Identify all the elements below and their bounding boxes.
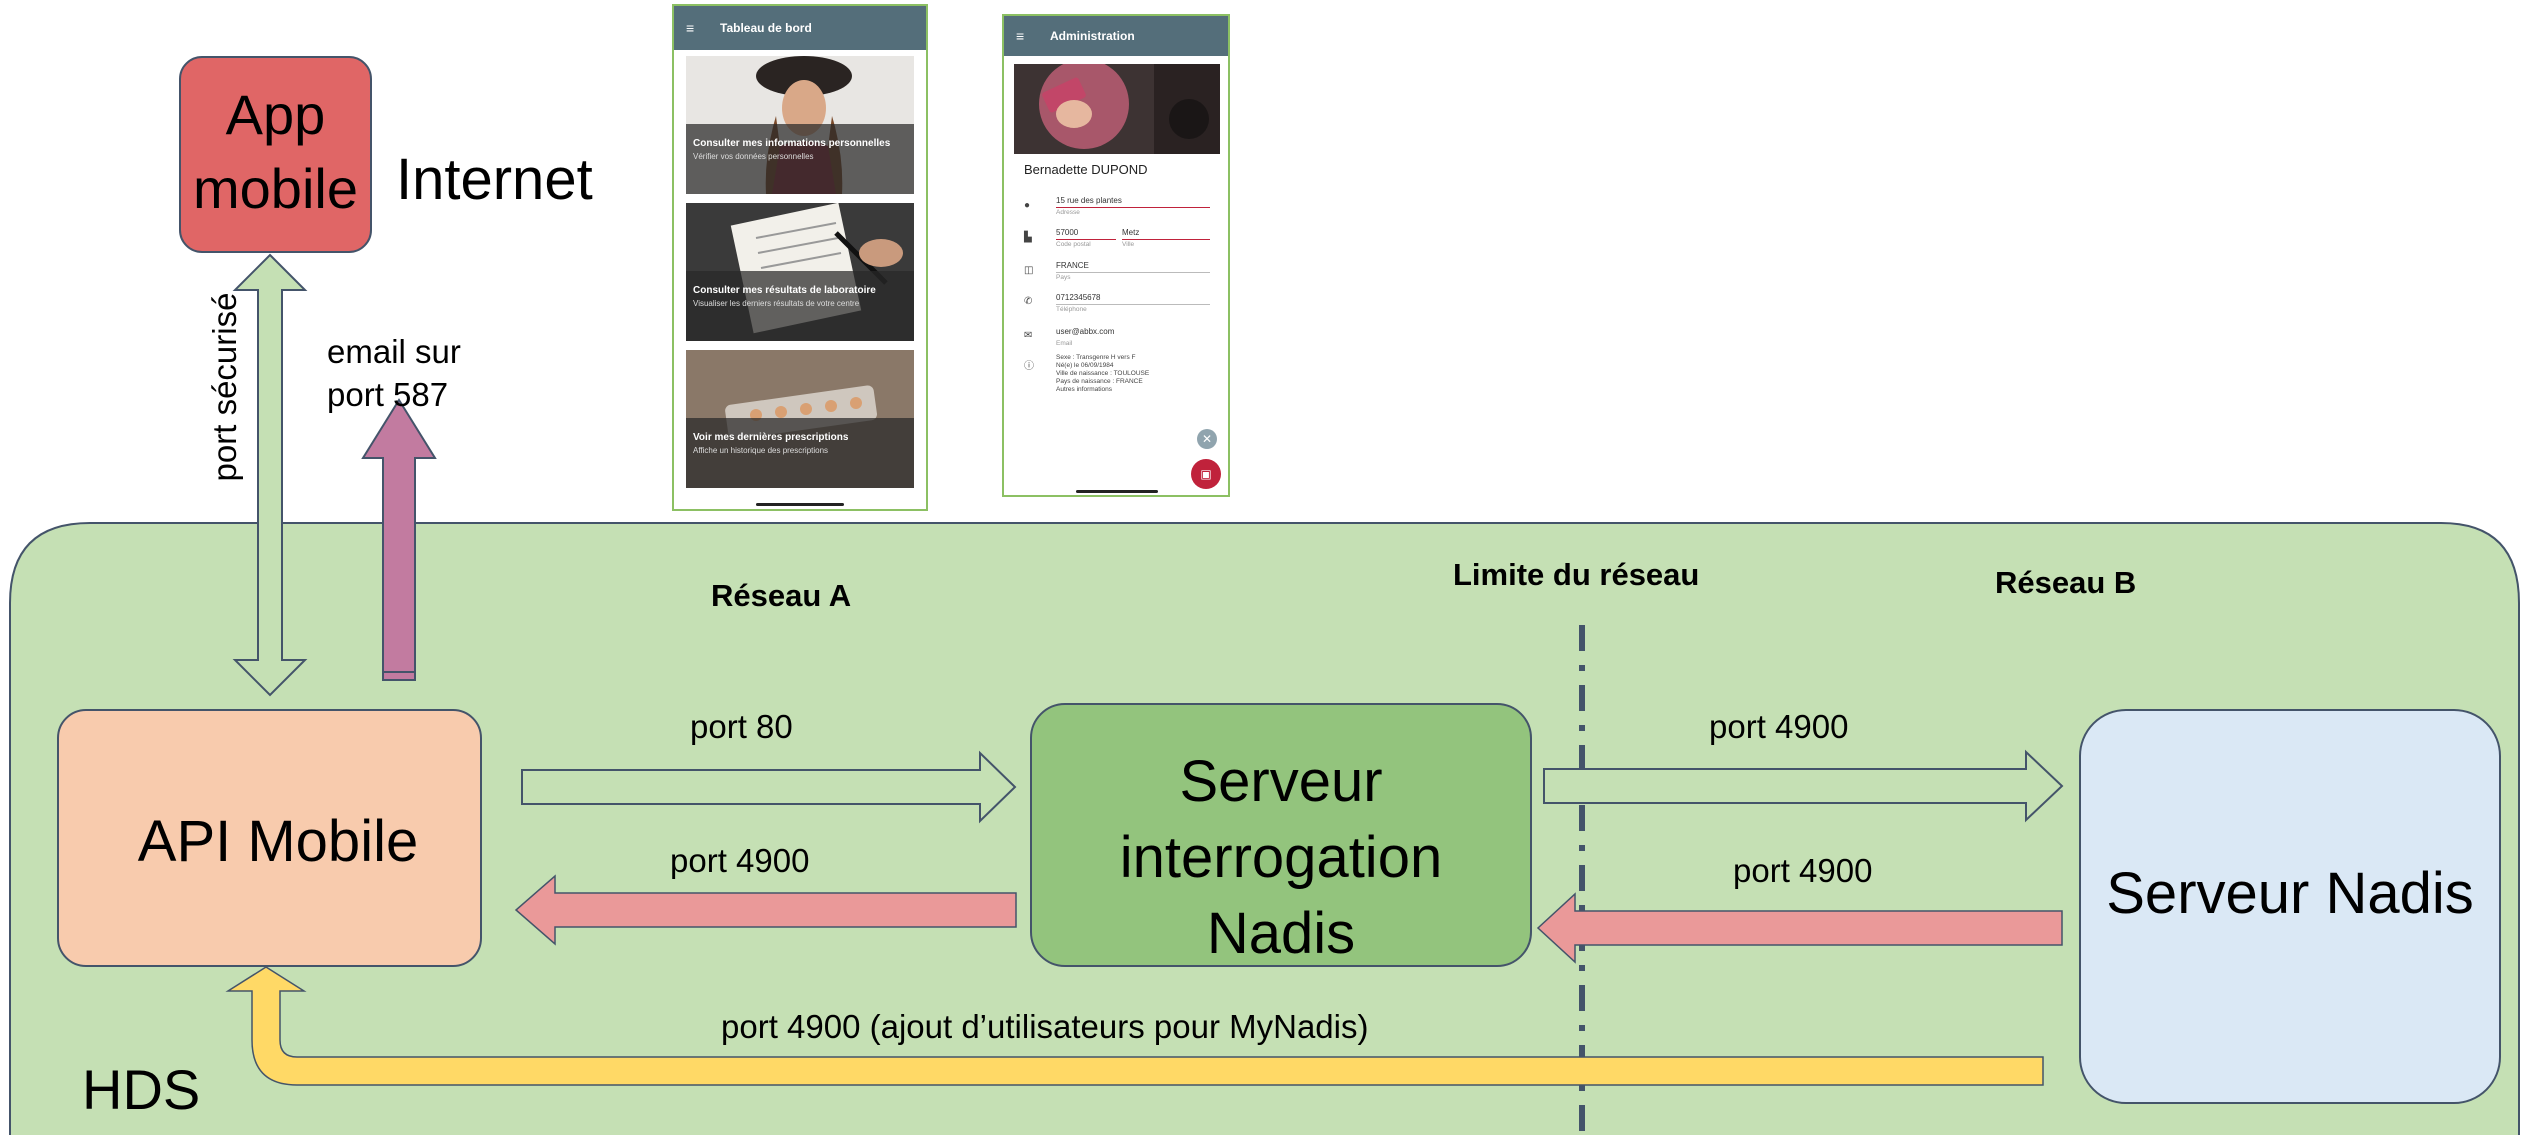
serveur-line2: interrogation — [1119, 825, 1443, 890]
country-underline — [1056, 272, 1210, 273]
email-line1: email sur — [327, 333, 461, 370]
dashboard-title: Tableau de bord — [720, 21, 812, 35]
app-mobile-line2: mobile — [193, 157, 358, 220]
port-4900-right-top-label: port 4900 — [1709, 708, 1849, 745]
admin-name: Bernadette DUPOND — [1024, 162, 1148, 177]
admin-title: Administration — [1050, 29, 1135, 43]
email-field[interactable]: user@abbx.com — [1056, 327, 1115, 336]
info-line: Ville de naissance : TOULOUSE — [1056, 370, 1150, 377]
card-personal-info[interactable]: Consulter mes informations personnelles … — [686, 56, 914, 194]
admin-app-bar: ≡ Administration — [1004, 16, 1228, 56]
port-4900-right-top-arrow — [1543, 749, 2064, 823]
phone-dashboard: ≡ Tableau de bord Consulter mes informat… — [672, 4, 928, 511]
card-lab-results[interactable]: Consulter mes résultats de laboratoire V… — [686, 203, 914, 341]
city-underline — [1122, 239, 1210, 240]
card-overlay: Voir mes dernières prescriptions Affiche… — [686, 418, 914, 488]
app-mobile-box — [179, 56, 372, 253]
mail-icon: ✉ — [1024, 330, 1033, 341]
info-icon: ⓘ — [1024, 361, 1034, 372]
app-mobile-line1: App — [225, 83, 326, 146]
internet-label: Internet — [396, 147, 593, 212]
email-hint: Email — [1056, 340, 1073, 347]
serveur-nadis-box — [2079, 709, 2501, 1104]
phone-underline — [1056, 304, 1210, 305]
card-title: Consulter mes résultats de laboratoire — [693, 285, 876, 296]
city-field[interactable]: Metz — [1122, 228, 1140, 237]
home-indicator — [756, 503, 844, 506]
card-overlay: Consulter mes résultats de laboratoire V… — [686, 271, 914, 341]
close-button[interactable]: ✕ — [1197, 429, 1217, 449]
serveur-line3: Nadis — [1206, 901, 1356, 966]
address-underline — [1056, 207, 1210, 208]
port-80-label: port 80 — [690, 708, 793, 745]
country-hint: Pays — [1056, 274, 1071, 281]
phone-field[interactable]: 0712345678 — [1056, 293, 1101, 302]
card-prescriptions[interactable]: Voir mes dernières prescriptions Affiche… — [686, 350, 914, 488]
email-line2: port 587 — [327, 376, 449, 413]
serveur-interrogation-label: Serveur interrogation Nadis — [1031, 744, 1531, 972]
save-icon: ▣ — [1200, 467, 1212, 481]
api-mobile-label: API Mobile — [137, 809, 419, 874]
info-block: Sexe : Transgenre H vers F Né(e) le 06/0… — [1056, 354, 1149, 394]
serveur-line1: Serveur — [1179, 749, 1383, 814]
port-4900-right-bottom-arrow — [1536, 892, 2063, 964]
phone-admin: ≡ Administration Bernadette DUPOND ● 15 … — [1002, 14, 1230, 497]
port-80-arrow — [521, 750, 1017, 824]
address-hint: Adresse — [1056, 209, 1080, 216]
postal-field[interactable]: 57000 — [1056, 228, 1079, 237]
address-field[interactable]: 15 rue des plantes — [1056, 196, 1122, 205]
reseau-a-label: Réseau A — [711, 578, 852, 613]
phone-icon: ✆ — [1024, 296, 1033, 307]
port-4900-left-arrow — [514, 874, 1017, 946]
app-mobile-label: App mobile — [180, 78, 371, 226]
city-icon: ▙ — [1024, 232, 1032, 243]
phone-hint: Téléphone — [1056, 306, 1087, 313]
map-icon: ◫ — [1024, 265, 1034, 276]
serveur-interrogation-box — [1030, 703, 1532, 967]
secure-port-double-arrow — [232, 253, 308, 697]
home-indicator — [1076, 490, 1158, 493]
email-arrow — [361, 398, 437, 681]
port-4900-left-label: port 4900 — [670, 842, 810, 879]
reseau-b-label: Réseau B — [1995, 565, 2137, 600]
close-icon: ✕ — [1201, 432, 1213, 446]
info-line: Né(e) le 06/09/1984 — [1056, 362, 1114, 369]
postal-underline — [1056, 239, 1116, 240]
menu-icon[interactable]: ≡ — [686, 20, 695, 36]
save-button[interactable]: ▣ — [1191, 459, 1221, 489]
city-hint: Ville — [1122, 241, 1135, 248]
menu-icon[interactable]: ≡ — [1016, 28, 1025, 44]
card-subtitle: Vérifier vos données personnelles — [693, 152, 814, 161]
info-line: Pays de naissance : FRANCE — [1056, 378, 1143, 385]
hds-label: HDS — [82, 1058, 201, 1121]
card-title: Voir mes dernières prescriptions — [693, 432, 849, 443]
card-subtitle: Visualiser les derniers résultats de vot… — [693, 299, 860, 308]
card-title: Consulter mes informations personnelles — [693, 138, 891, 149]
network-limit-label: Limite du réseau — [1453, 557, 1700, 592]
card-overlay: Consulter mes informations personnelles … — [686, 124, 914, 194]
email-port-label: email sur port 587 — [327, 330, 461, 416]
info-line: Sexe : Transgenre H vers F — [1056, 354, 1136, 361]
info-line: Autres informations — [1056, 386, 1112, 393]
admin-photo — [1014, 64, 1220, 154]
port-4900-bottom-label: port 4900 (ajout d’utilisateurs pour MyN… — [721, 1008, 1369, 1045]
port-4900-right-bottom-label: port 4900 — [1733, 852, 1873, 889]
bottom-user-sync-arrow — [225, 966, 2044, 1086]
secure-port-label: port sécurisé — [206, 292, 243, 482]
card-subtitle: Affiche un historique des prescriptions — [693, 446, 829, 455]
account-icon: ● — [1024, 200, 1031, 211]
postal-hint: Code postal — [1056, 241, 1091, 248]
serveur-nadis-label: Serveur Nadis — [2106, 861, 2474, 926]
api-mobile-box — [57, 709, 482, 967]
country-field[interactable]: FRANCE — [1056, 261, 1089, 270]
dashboard-app-bar: ≡ Tableau de bord — [674, 6, 926, 50]
